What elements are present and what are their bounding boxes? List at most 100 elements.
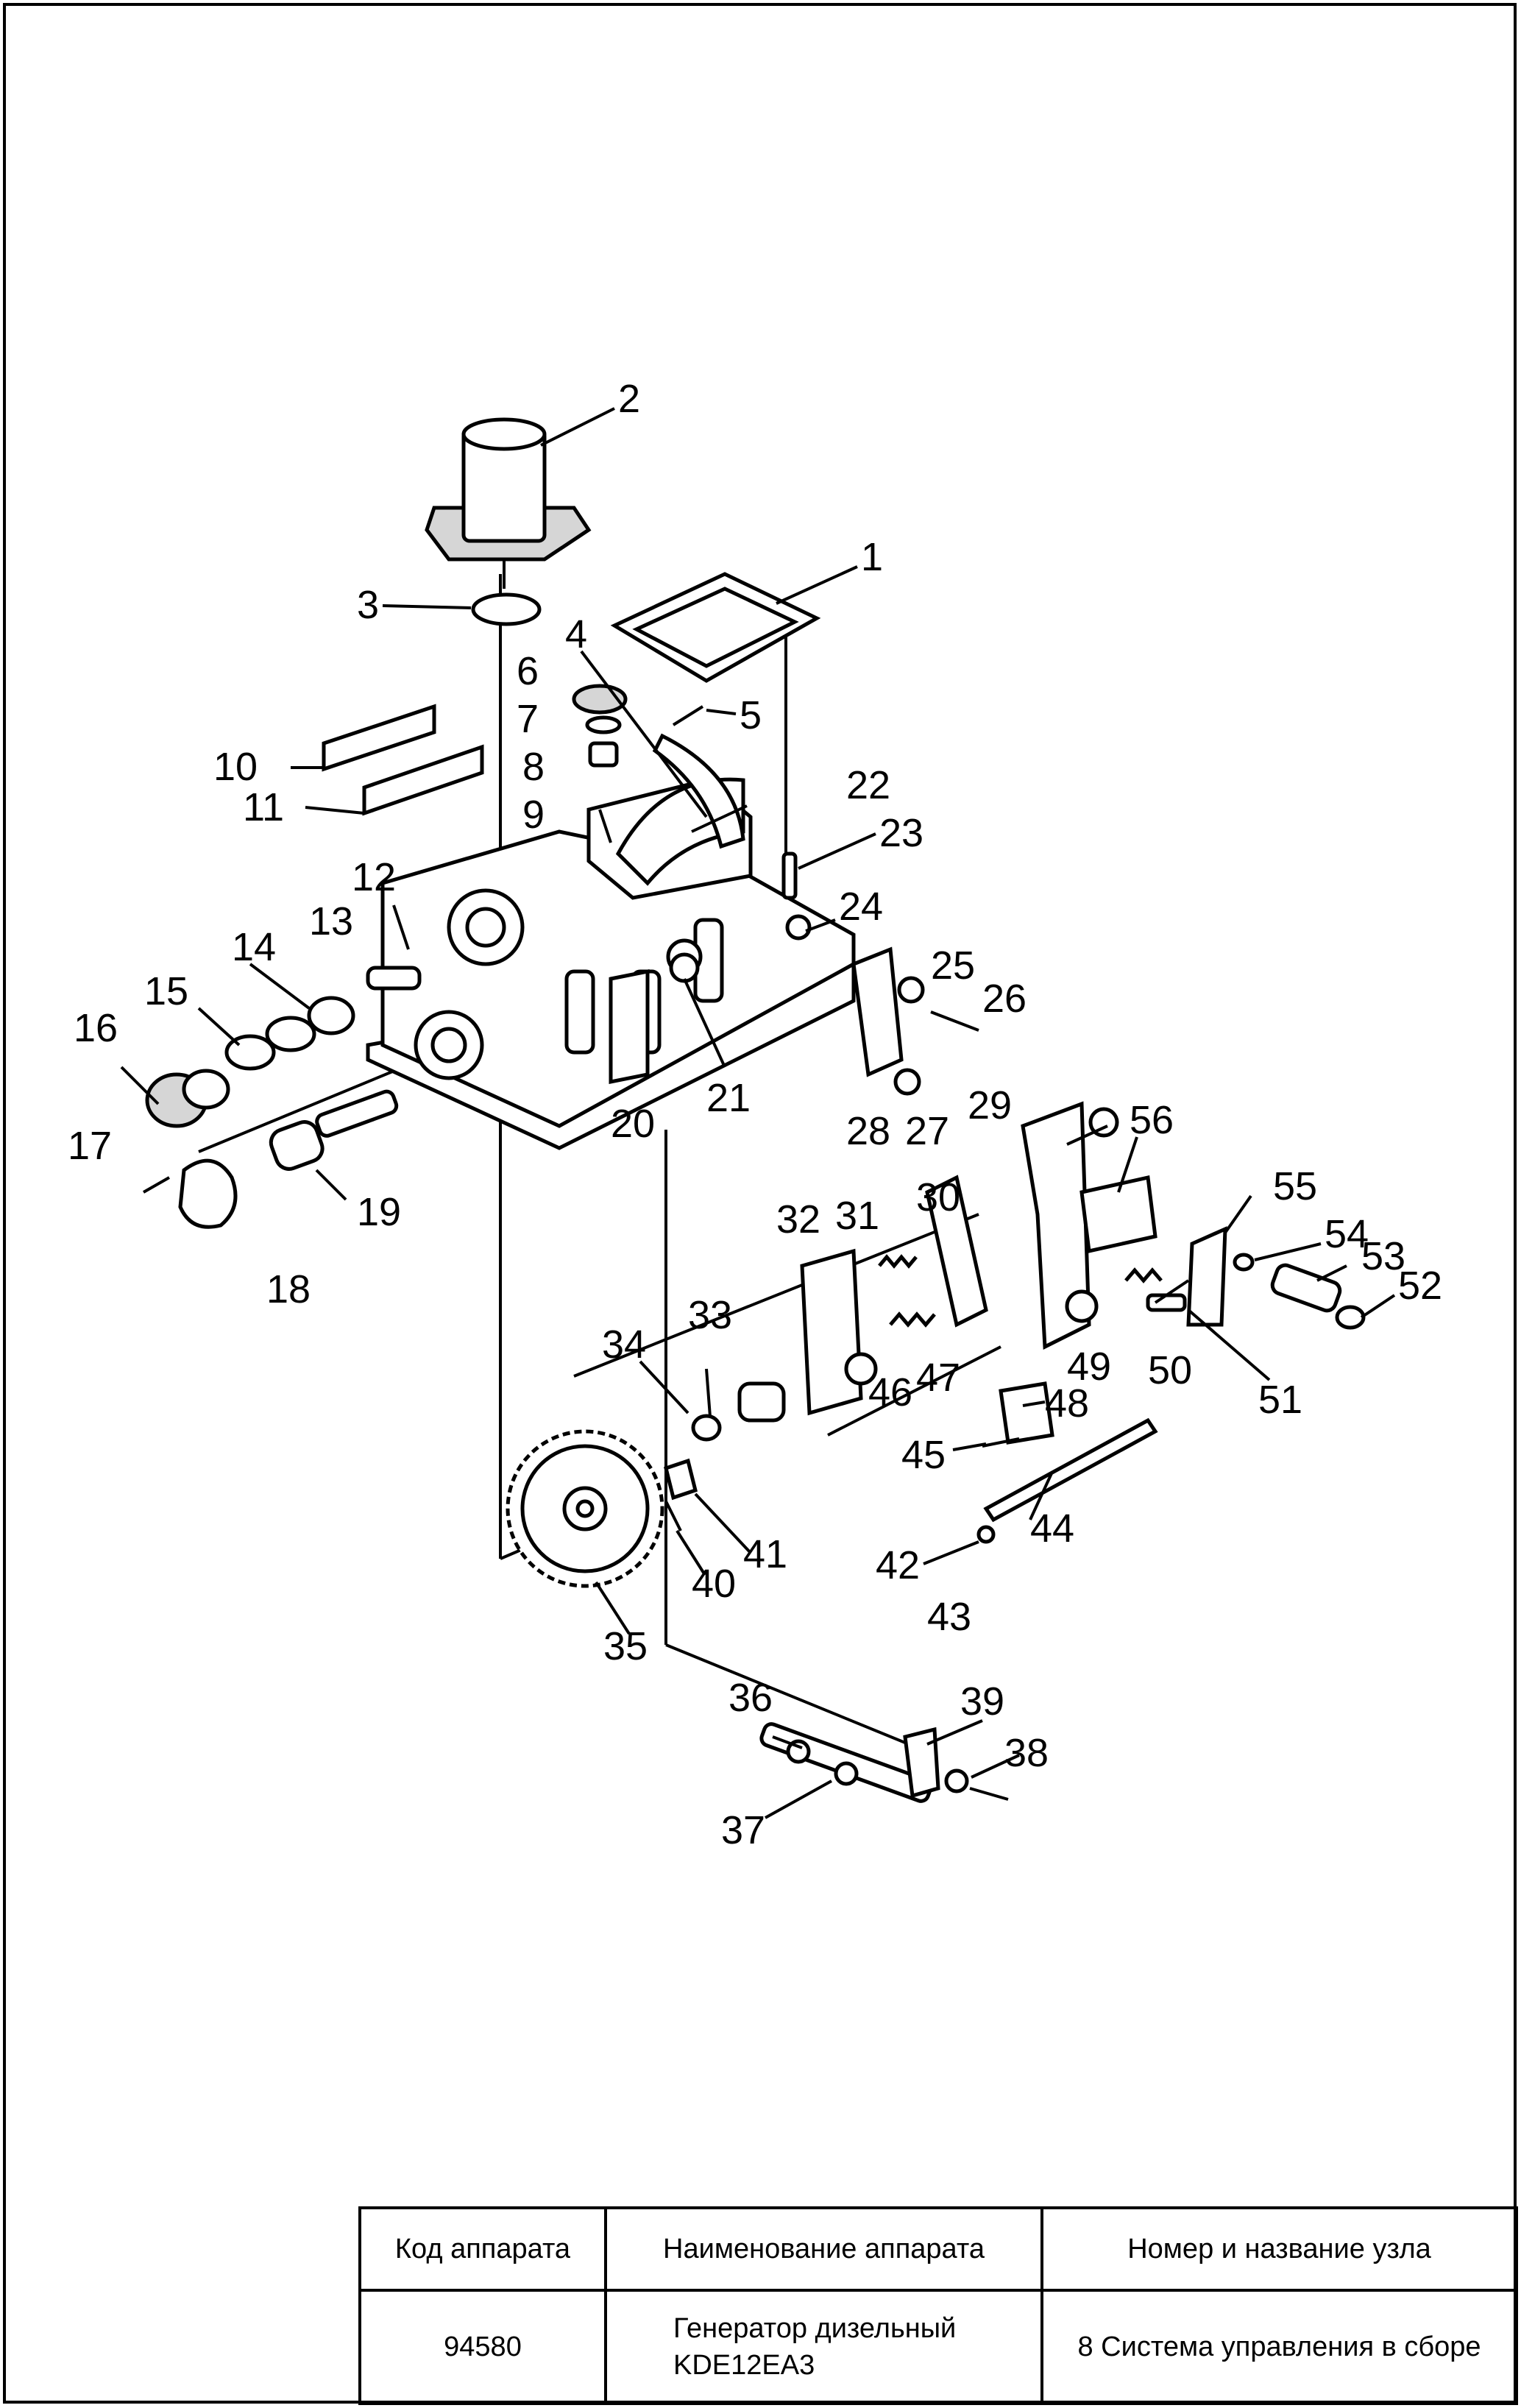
device-code-header: Код аппарата <box>358 2206 607 2292</box>
callout-6: 6 <box>517 649 539 693</box>
pin-part-42 <box>976 1525 996 1544</box>
callout-12: 12 <box>352 855 396 899</box>
bracket-part-32 <box>800 1248 863 1416</box>
spring-part-50 <box>1124 1267 1163 1283</box>
bushing-part-46 <box>844 1352 878 1386</box>
plate-part-10 <box>322 704 436 772</box>
callout-43: 43 <box>927 1595 971 1639</box>
washer-part-7 <box>585 715 622 734</box>
callout-19: 19 <box>357 1190 401 1234</box>
unit-name-value: 8 Система управления в сборе <box>1040 2289 1518 2405</box>
callout-32: 32 <box>776 1197 820 1242</box>
callout-36: 36 <box>728 1676 773 1720</box>
callout-1: 1 <box>861 535 883 579</box>
washer-part-34 <box>691 1414 722 1442</box>
leader-lines <box>120 407 1396 1819</box>
callout-27: 27 <box>905 1109 949 1153</box>
callout-26: 26 <box>982 977 1027 1021</box>
bracket-part-55 <box>1186 1226 1227 1327</box>
pin-part-53 <box>1270 1263 1342 1313</box>
callout-28: 28 <box>846 1109 890 1153</box>
callout-13: 13 <box>309 899 353 943</box>
callout-55: 55 <box>1273 1164 1317 1208</box>
callout-40: 40 <box>692 1562 736 1606</box>
callout-30: 30 <box>916 1175 960 1219</box>
callout-8: 8 <box>522 745 545 789</box>
device-name-header: Наименование аппарата <box>604 2206 1043 2292</box>
callout-53: 53 <box>1361 1234 1405 1278</box>
title-block-header-row: Код аппарата Наименование аппарата Номер… <box>358 2206 1518 2292</box>
callout-22: 22 <box>846 763 890 807</box>
exploded-view-diagram: 1 2 3 4 5 6 7 8 9 10 11 12 13 14 15 16 1… <box>68 377 1442 1852</box>
device-name-line1: Генератор дизельный <box>673 2313 957 2344</box>
spring-part-45 <box>982 1437 1020 1448</box>
lever-part-39 <box>903 1727 940 1799</box>
bushing-part-33 <box>737 1381 786 1423</box>
bracket-part-48 <box>999 1381 1054 1445</box>
callout-49: 49 <box>1067 1345 1111 1389</box>
callout-34: 34 <box>602 1322 646 1367</box>
callout-33: 33 <box>688 1293 732 1337</box>
plate-part-11 <box>362 744 484 816</box>
device-name-value: Генератор дизельный KDE12EA3 <box>604 2289 1043 2405</box>
clip-part-41 <box>664 1458 698 1501</box>
callout-35: 35 <box>603 1624 648 1668</box>
callout-44: 44 <box>1030 1506 1074 1551</box>
callout-50: 50 <box>1148 1348 1192 1392</box>
link-part-44 <box>983 1417 1158 1523</box>
nut-part-8 <box>588 741 619 768</box>
callout-41: 41 <box>743 1532 787 1576</box>
bushing-part-24 <box>785 914 812 941</box>
shaft-part-19 <box>269 1089 399 1171</box>
callout-39: 39 <box>960 1679 1004 1724</box>
plug-part-16 <box>145 1069 230 1128</box>
arm-part-56 <box>1079 1175 1157 1254</box>
washer-part-21 <box>669 952 700 983</box>
o-ring-part-15b <box>265 1016 316 1052</box>
callout-45: 45 <box>901 1433 946 1477</box>
callout-56: 56 <box>1130 1098 1174 1142</box>
callout-14: 14 <box>232 925 276 969</box>
device-name-line2: KDE12EA3 <box>673 2350 815 2381</box>
callout-2: 2 <box>618 377 640 421</box>
callout-3: 3 <box>357 583 379 627</box>
callout-7: 7 <box>517 697 539 741</box>
callout-4: 4 <box>565 612 587 656</box>
callout-29: 29 <box>968 1083 1012 1127</box>
spring-part-31 <box>878 1254 918 1269</box>
callout-5: 5 <box>740 693 762 737</box>
lever-part-29 <box>1021 1101 1091 1350</box>
stud-part-23 <box>781 851 798 900</box>
pin-part-9 <box>598 809 612 843</box>
device-code-value: 94580 <box>358 2289 607 2405</box>
washer-part-38 <box>944 1768 969 1793</box>
callout-47: 47 <box>916 1356 960 1400</box>
lever-part-30 <box>925 1175 988 1328</box>
title-block-value-row: 94580 Генератор дизельный KDE12EA3 8 Сис… <box>358 2289 1518 2405</box>
callout-25: 25 <box>931 943 975 988</box>
callout-48: 48 <box>1045 1381 1089 1426</box>
callout-numbers: 1 2 3 4 5 6 7 8 9 10 11 12 13 14 15 16 1… <box>68 377 1442 1852</box>
bracket-part-20 <box>609 968 650 1085</box>
spring-part-47 <box>889 1311 936 1328</box>
callout-16: 16 <box>74 1006 118 1050</box>
callout-24: 24 <box>839 885 883 929</box>
o-ring-part-3 <box>471 592 542 626</box>
o-ring-part-52 <box>1335 1305 1366 1330</box>
cover-part-18 <box>178 1158 238 1229</box>
callout-42: 42 <box>876 1543 920 1587</box>
solenoid-part-2 <box>425 417 592 589</box>
callout-15: 15 <box>144 969 188 1013</box>
callout-52: 52 <box>1398 1264 1442 1308</box>
gear-part-35 <box>506 1429 664 1588</box>
callout-9: 9 <box>522 793 545 837</box>
callout-10: 10 <box>213 745 258 789</box>
callout-37: 37 <box>721 1808 765 1852</box>
washer-part-25 <box>897 976 925 1004</box>
spring-part-13 <box>366 966 422 991</box>
callout-54: 54 <box>1325 1212 1369 1256</box>
title-block: Код аппарата Наименование аппарата Номер… <box>358 2206 1518 2405</box>
callout-46: 46 <box>868 1370 912 1414</box>
callout-31: 31 <box>835 1194 879 1238</box>
screw-part-17 <box>143 1176 170 1194</box>
